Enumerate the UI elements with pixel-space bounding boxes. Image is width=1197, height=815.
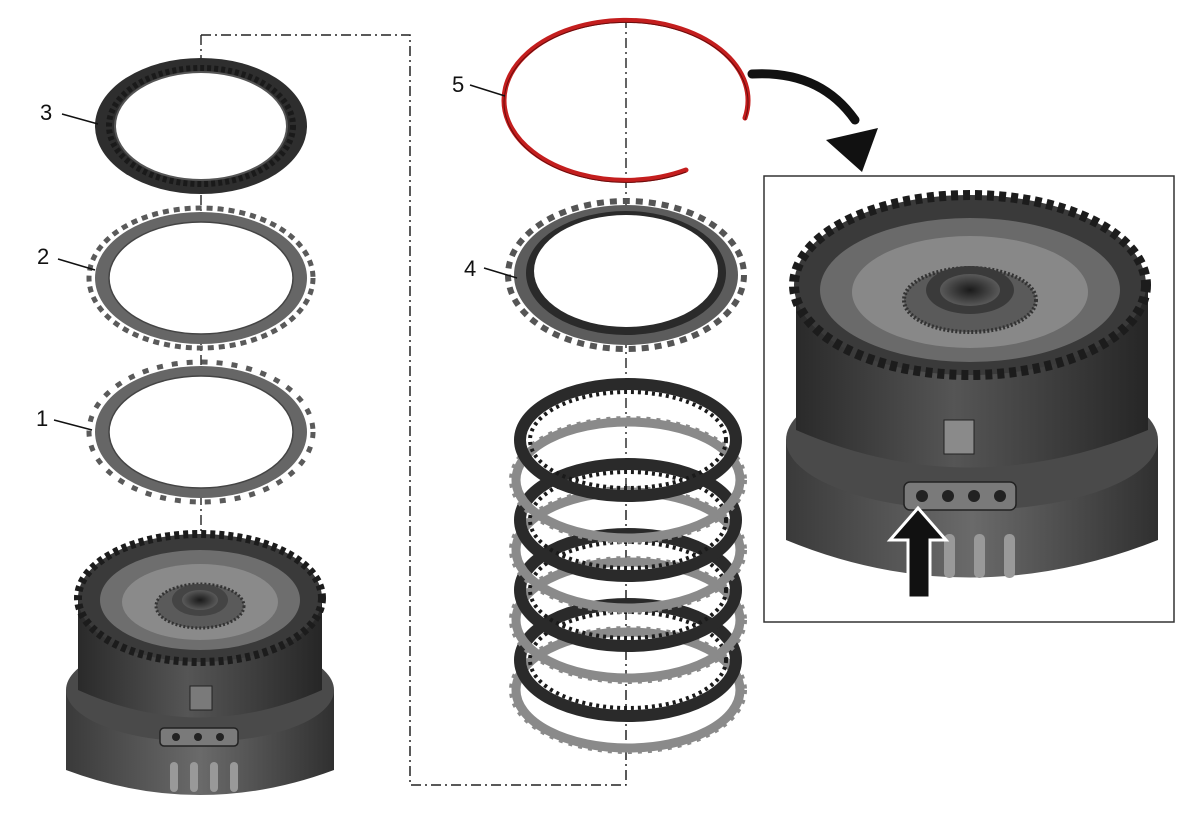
plate-3: [95, 58, 307, 194]
callout-2: 2: [37, 244, 49, 269]
callout-4: 4: [464, 256, 476, 281]
callout-5: 5: [452, 72, 464, 97]
up-arrow-icon: [886, 505, 950, 600]
curved-arrow-icon: [747, 69, 878, 172]
snap-ring-5: [501, 17, 751, 183]
leader-1: [53, 419, 93, 431]
leader-4: [483, 267, 518, 279]
plate-4: [505, 198, 747, 352]
callout-3: 3: [40, 100, 52, 125]
leader-5: [469, 84, 506, 97]
leader-2: [57, 258, 96, 271]
callout-1: 1: [36, 406, 48, 431]
clutch-housing-detail: [786, 190, 1158, 578]
leader-3: [61, 113, 99, 125]
clutch-pack-stack: [509, 378, 747, 754]
clutch-housing-left: [66, 530, 334, 795]
plate-2: [86, 205, 316, 351]
plate-1: [86, 359, 316, 505]
